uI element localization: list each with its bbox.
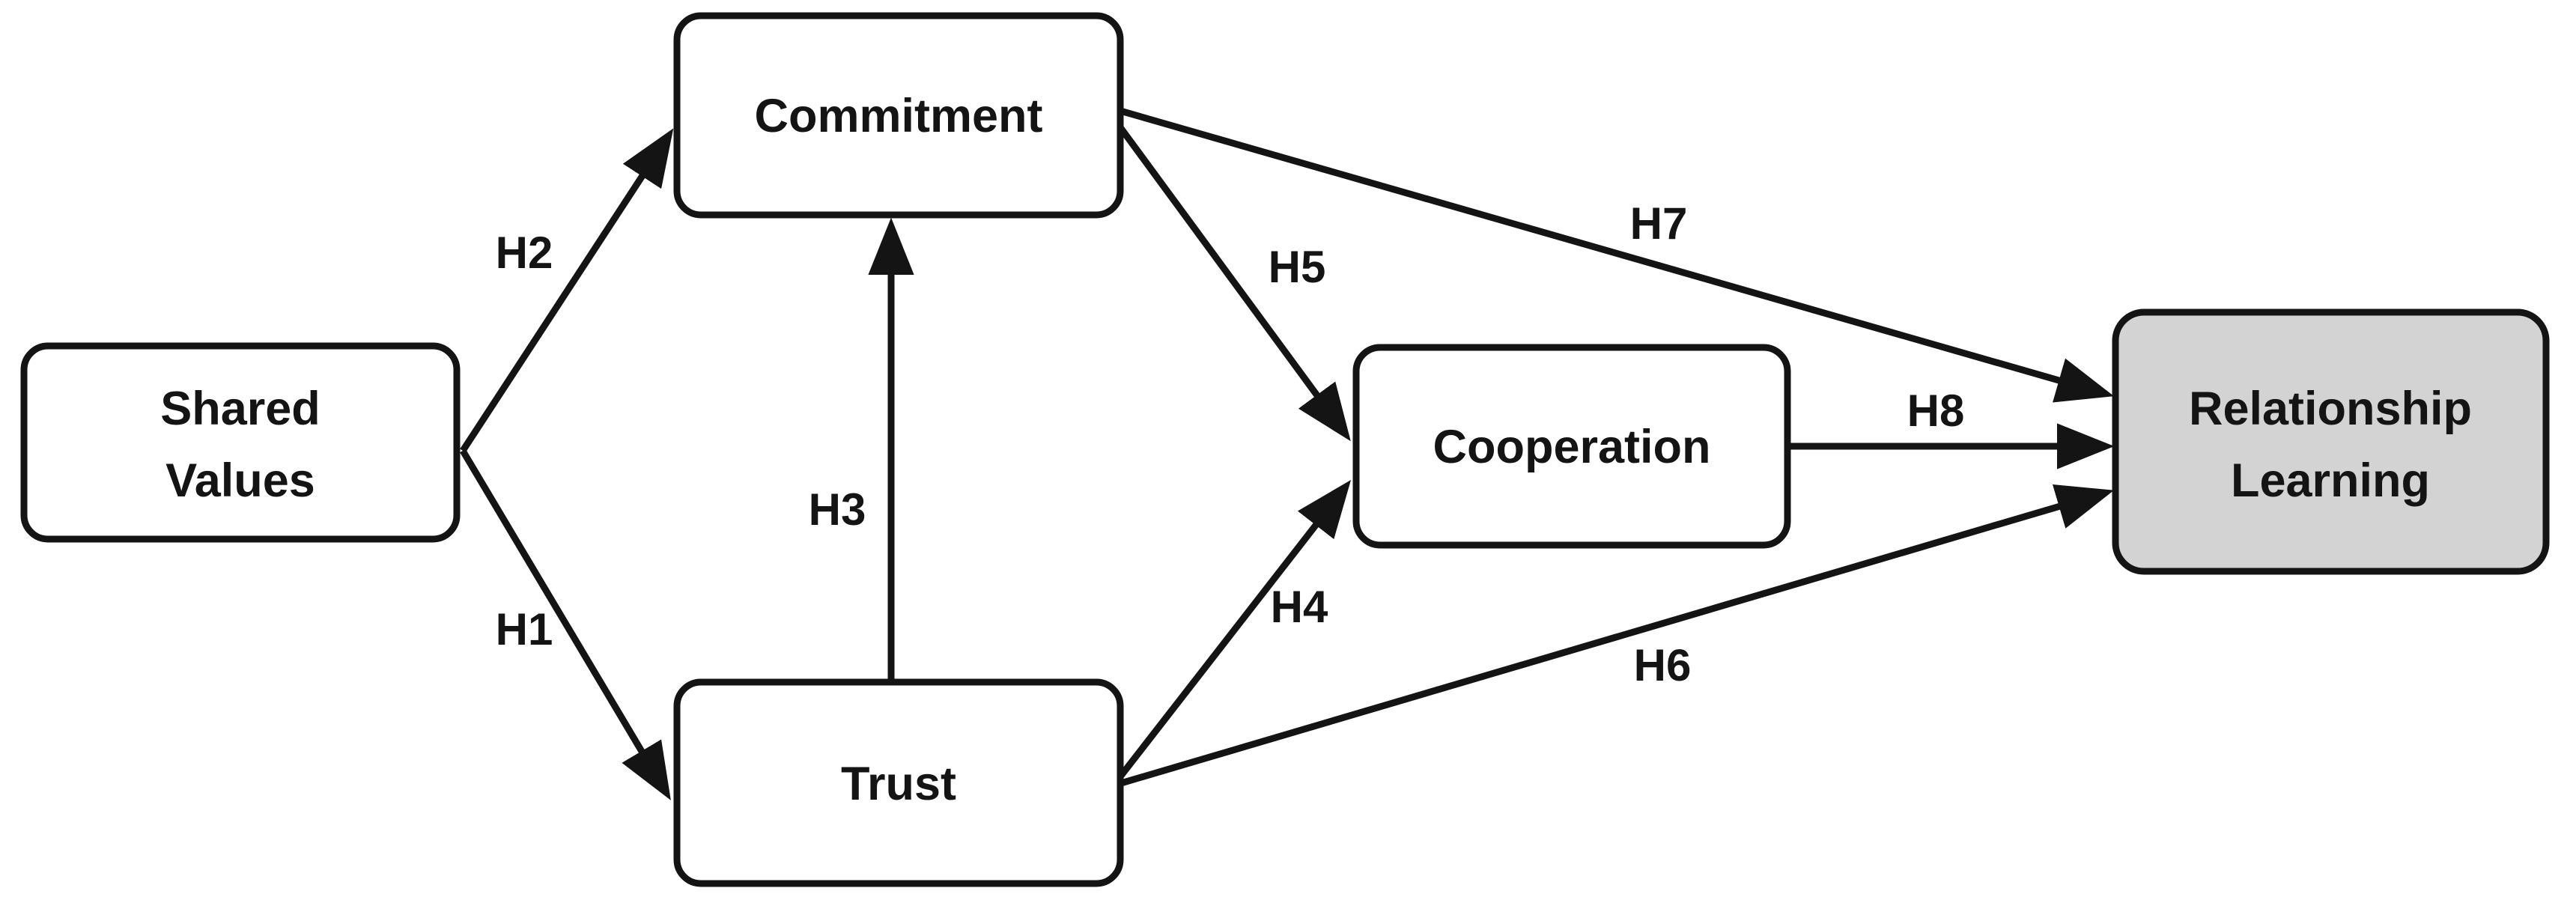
edge-label-h7: H7	[1630, 198, 1688, 249]
edge-h2-shared-values-to-commitment	[460, 128, 674, 453]
node-commitment-box	[673, 12, 1124, 219]
node-commitment-label: Commitment	[754, 90, 1042, 142]
edge-label-h6: H6	[1634, 640, 1692, 690]
edge-h6-trust-to-relationship-learning	[1120, 484, 2115, 787]
node-relationship-learning-label-line2: Learning	[2231, 454, 2430, 507]
node-cooperation-label: Cooperation	[1433, 421, 1711, 473]
node-shared-values-box	[20, 342, 461, 543]
edge-h1-shared-values-to-trust	[460, 449, 671, 800]
node-relationship-learning-label-line1: Relationship	[2189, 383, 2472, 435]
node-shared-values-label-line1: Shared	[160, 383, 321, 435]
node-shared-values-label-line2: Values	[165, 454, 315, 507]
node-relationship-learning-box	[2112, 308, 2550, 575]
edge-label-h2: H2	[496, 228, 553, 278]
node-trust-label: Trust	[841, 758, 956, 810]
edge-h5-commitment-to-cooperation	[1117, 125, 1351, 442]
node-cooperation-box	[1352, 344, 1791, 549]
edge-label-h1: H1	[496, 604, 553, 654]
node-trust: Trust	[673, 678, 1124, 887]
edge-h4-trust-to-cooperation	[1118, 479, 1352, 778]
edge-h7-commitment-to-relationship-learning	[1119, 107, 2115, 403]
node-relationship-learning: Relationship Learning	[2112, 308, 2550, 575]
edge-label-h4: H4	[1271, 582, 1328, 632]
node-shared-values: Shared Values	[20, 342, 461, 543]
node-commitment: Commitment	[673, 12, 1124, 219]
edge-label-h8: H8	[1907, 386, 1965, 436]
edge-label-h5: H5	[1269, 242, 1326, 292]
edge-label-h3: H3	[809, 484, 866, 535]
node-cooperation: Cooperation	[1352, 344, 1791, 549]
node-trust-box	[673, 678, 1124, 887]
